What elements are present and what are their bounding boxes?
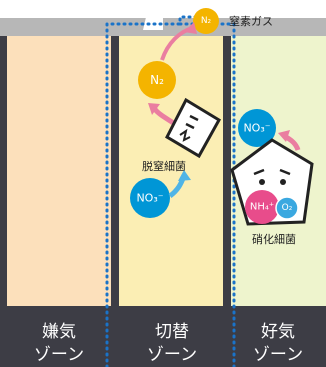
nh4-text: NH₄⁺: [250, 202, 274, 213]
no3-left-text: NO₃⁻: [136, 192, 163, 205]
zone-label-anaerobic-2: ゾーン: [34, 345, 84, 365]
zone-label-aerobic-1: 好気: [261, 322, 295, 342]
zone-label-aerobic-2: ゾーン: [253, 345, 303, 365]
n2-molecule-top: [193, 8, 219, 34]
arrow-nitrifier-to-no3-head: [278, 130, 290, 142]
arrow-bacteria-to-n2-head: [148, 103, 160, 115]
nh4-molecule: [245, 190, 279, 224]
o2-molecule: [275, 196, 299, 220]
zone-label-switching-2: ゾーン: [147, 345, 197, 365]
n2-molecule-mid: [138, 61, 176, 99]
nitrifying-bacteria-label: 硝化細菌: [252, 232, 296, 246]
zone-panel-anaerobic: [7, 36, 111, 306]
no3-molecule-right: [238, 109, 276, 147]
no3-molecule-left: [130, 178, 170, 218]
o2-text: O₂: [282, 203, 293, 213]
arrow-no3-to-bacteria-head: [178, 170, 191, 181]
arrow-n2-rise-head: [184, 22, 197, 34]
n2-top-text: N₂: [201, 16, 212, 26]
no3-right-text: NO₃⁻: [243, 122, 270, 135]
zone-label-switching-1: 切替: [155, 322, 189, 342]
denitrifying-bacterium-icon: [165, 97, 222, 159]
nitrogen-gas-label: 窒素ガス: [229, 14, 273, 28]
top-strip: [150, 0, 326, 18]
zone-label-anaerobic-1: 嫌気: [42, 322, 76, 342]
n2-mid-text: N₂: [150, 73, 164, 87]
denitrifying-bacteria-label: 脱窒細菌: [142, 159, 186, 173]
